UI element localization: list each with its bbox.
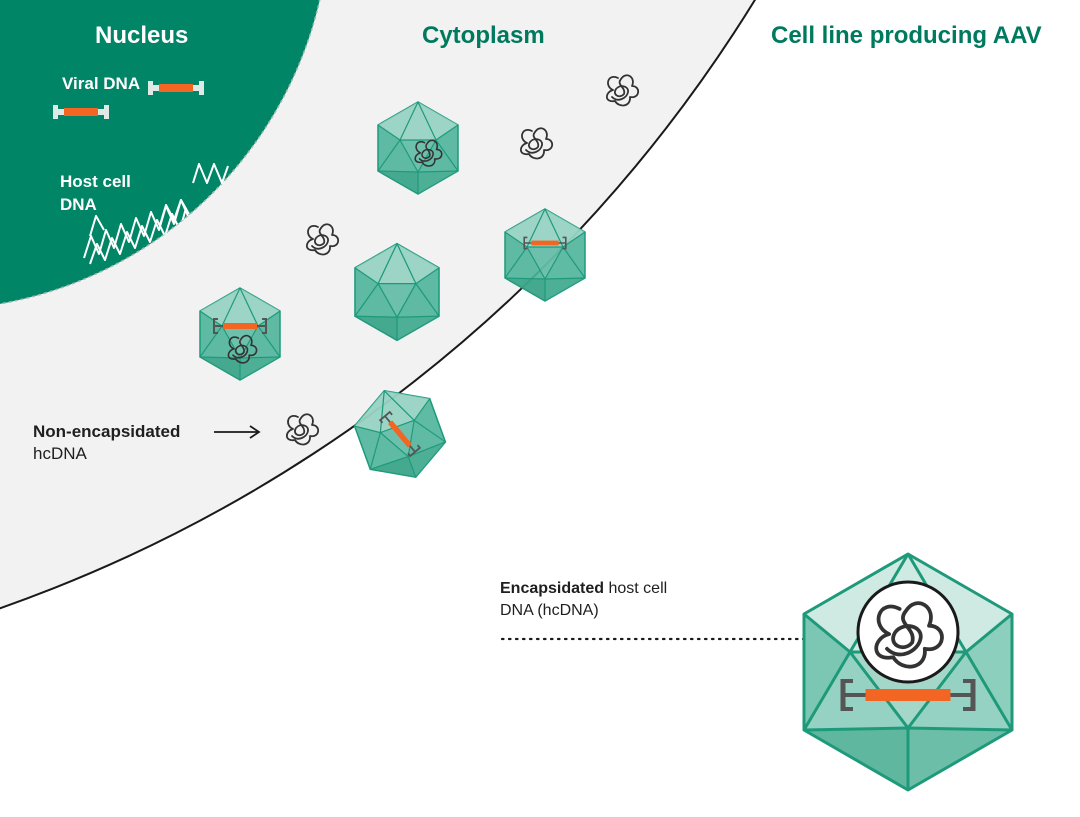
nucleus-heading: Nucleus bbox=[95, 22, 189, 49]
cytoplasm-heading: Cytoplasm bbox=[422, 22, 545, 49]
non-encapsidated-label: Non-encapsidated bbox=[33, 422, 181, 441]
host-cell-dna-label-line1: Host cell bbox=[60, 172, 131, 191]
host-cell-dna-helix bbox=[83, 163, 229, 265]
viral-dna-label: Viral DNA bbox=[62, 74, 141, 93]
non-encapsidated-callout: Non-encapsidated hcDNA bbox=[33, 421, 180, 465]
aav-capsid-large bbox=[802, 552, 1014, 792]
cell-nucleus bbox=[0, 0, 321, 305]
arrow-icon bbox=[214, 425, 261, 439]
encapsidated-label-rest: host cell bbox=[604, 580, 668, 597]
host-cell-dna-label-line2: DNA bbox=[60, 195, 97, 214]
non-encapsidated-sublabel: hcDNA bbox=[33, 444, 87, 463]
cell-line-heading: Cell line producing AAV bbox=[771, 22, 1042, 49]
host-cell-dna-label: Host cell DNA bbox=[60, 170, 131, 216]
encapsidated-sublabel: DNA (hcDNA) bbox=[500, 602, 599, 619]
encapsidated-callout: Encapsidated host cell DNA (hcDNA) bbox=[500, 578, 667, 622]
encapsidated-label: Encapsidated bbox=[500, 580, 605, 597]
